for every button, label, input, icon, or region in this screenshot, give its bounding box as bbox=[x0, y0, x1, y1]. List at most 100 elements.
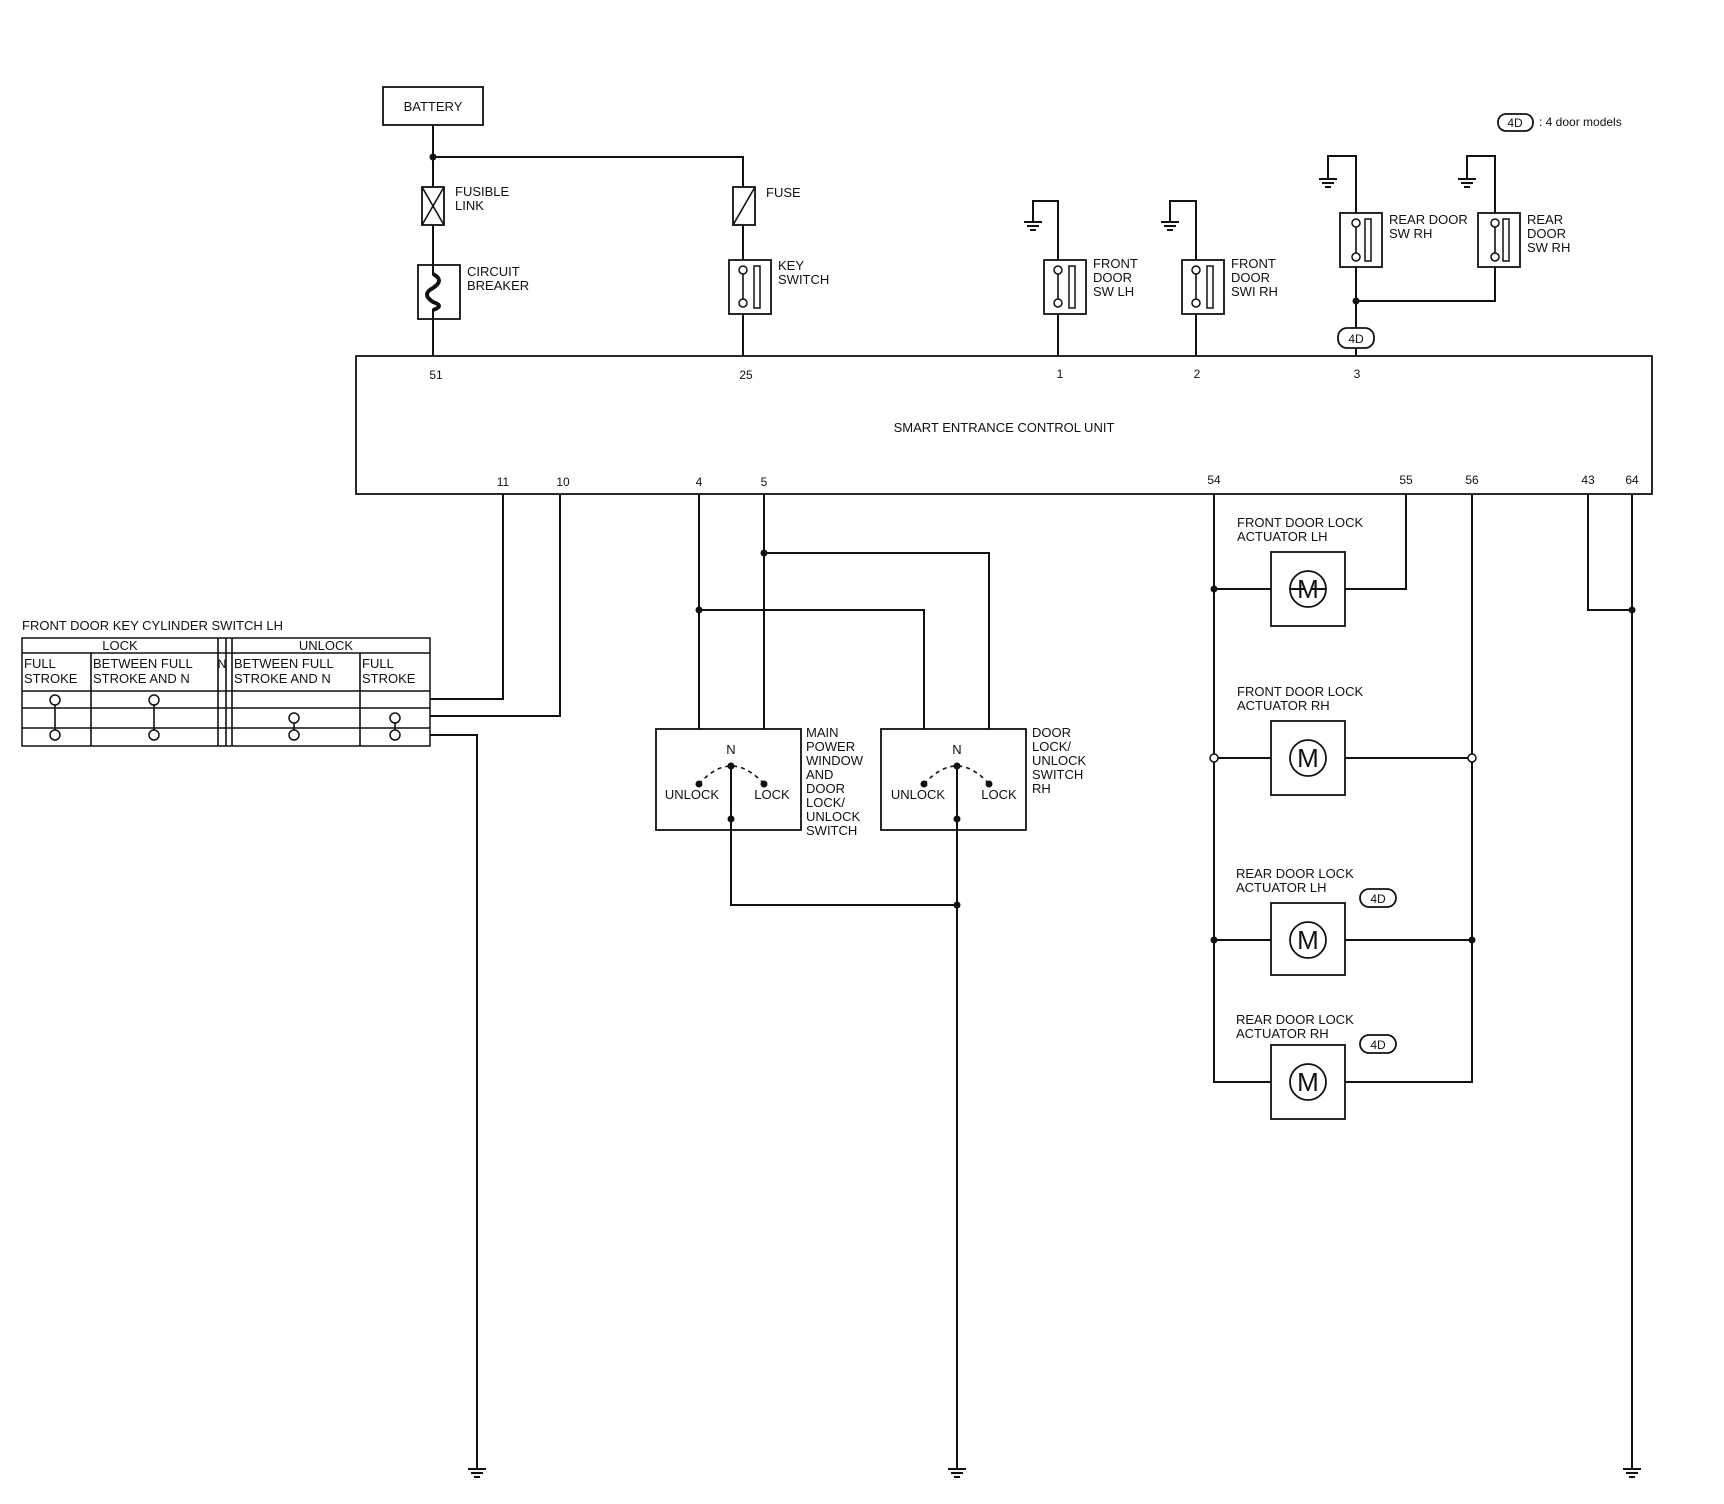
control-unit-label: SMART ENTRANCE CONTROL UNIT bbox=[894, 420, 1115, 435]
pin-2: 2 bbox=[1194, 367, 1201, 381]
actuator-rear-rh-label-1: REAR DOOR LOCK bbox=[1236, 1012, 1354, 1027]
motor-icon bbox=[1289, 921, 1327, 959]
legend-text: : 4 door models bbox=[1539, 115, 1622, 129]
rh-switch-label-3: UNLOCK bbox=[1032, 753, 1087, 768]
main-switch-n: N bbox=[726, 742, 735, 757]
main-switch-label-6: LOCK/ bbox=[806, 795, 845, 810]
pin-11: 11 bbox=[497, 475, 510, 489]
front-door-sw-lh-label-1: FRONT bbox=[1093, 256, 1138, 271]
main-switch-label-8: SWITCH bbox=[806, 823, 857, 838]
pin-51: 51 bbox=[429, 368, 443, 382]
rh-switch-label-4: SWITCH bbox=[1032, 767, 1083, 782]
main-switch-label-5: DOOR bbox=[806, 781, 845, 796]
pin-10: 10 bbox=[556, 475, 570, 489]
battery-label: BATTERY bbox=[404, 99, 463, 114]
actuator-front-lh-label-1: FRONT DOOR LOCK bbox=[1237, 515, 1363, 530]
rh-switch-label-5: RH bbox=[1032, 781, 1051, 796]
rh-switch-lock: LOCK bbox=[981, 787, 1017, 802]
rear-door-sw-rh-1-label-1: REAR DOOR bbox=[1389, 212, 1468, 227]
actuator-rear-lh-label-2: ACTUATOR LH bbox=[1236, 880, 1327, 895]
fusible-link-label-1: FUSIBLE bbox=[455, 184, 510, 199]
kc-col4-line1: FULL bbox=[362, 656, 394, 671]
pin-25: 25 bbox=[739, 368, 753, 382]
key-switch-label-1: KEY bbox=[778, 258, 804, 273]
front-door-sw-rh: FRONT DOOR SWI RH bbox=[1160, 200, 1278, 356]
kc-col1-line1: FULL bbox=[24, 656, 56, 671]
actuator-rear-rh-motor: M bbox=[1297, 1067, 1319, 1097]
rh-switch-label-1: DOOR bbox=[1032, 725, 1071, 740]
kc-col2-line1: BETWEEN FULL bbox=[93, 656, 193, 671]
rh-switch-unlock: UNLOCK bbox=[891, 787, 946, 802]
legend-badge: 4D bbox=[1507, 116, 1523, 130]
kc-col1-line2: STROKE bbox=[24, 671, 78, 686]
circuit-breaker-label-2: BREAKER bbox=[467, 278, 529, 293]
main-switch-label-3: WINDOW bbox=[806, 753, 864, 768]
pin-64: 64 bbox=[1625, 473, 1639, 487]
battery-feed-wire bbox=[432, 125, 744, 187]
kc-col3-line1: BETWEEN FULL bbox=[234, 656, 334, 671]
front-door-sw-lh-label-3: SW LH bbox=[1093, 284, 1134, 299]
fuse: FUSE bbox=[732, 185, 801, 260]
circuit-breaker: CIRCUIT BREAKER bbox=[417, 225, 529, 356]
circuit-breaker-label-1: CIRCUIT bbox=[467, 264, 520, 279]
main-switch-label-7: UNLOCK bbox=[806, 809, 861, 824]
pin3-badge: 4D bbox=[1348, 332, 1364, 346]
pin-54: 54 bbox=[1207, 473, 1221, 487]
key-switch-label-2: SWITCH bbox=[778, 272, 829, 287]
front-door-sw-rh-label-2: DOOR bbox=[1231, 270, 1270, 285]
kc-n-header: N bbox=[218, 657, 227, 671]
actuator-front-lh: FRONT DOOR LOCK ACTUATOR LH M bbox=[1237, 515, 1363, 627]
motor-icon bbox=[1289, 739, 1327, 777]
kc-col3-line2: STROKE AND N bbox=[234, 671, 331, 686]
pin-43: 43 bbox=[1581, 473, 1595, 487]
actuator-rear-rh: REAR DOOR LOCK ACTUATOR RH 4D M bbox=[1236, 1012, 1397, 1120]
pin-1: 1 bbox=[1057, 367, 1064, 381]
main-switch-label-1: MAIN bbox=[806, 725, 839, 740]
front-door-sw-rh-label-3: SWI RH bbox=[1231, 284, 1278, 299]
actuator-front-lh-label-2: ACTUATOR LH bbox=[1237, 529, 1328, 544]
legend: 4D : 4 door models bbox=[1497, 113, 1622, 132]
fuse-label: FUSE bbox=[766, 185, 801, 200]
actuator-front-rh: FRONT DOOR LOCK ACTUATOR RH M bbox=[1237, 684, 1363, 796]
rear-door-sw-rh-2-label-1: REAR bbox=[1527, 212, 1563, 227]
main-switch-lock: LOCK bbox=[754, 787, 790, 802]
legend-badge-shape bbox=[1497, 113, 1534, 132]
key-switch: KEY SWITCH bbox=[728, 258, 829, 356]
rear-door-switches: REAR DOOR SW RH REAR DOOR SW RH 4D bbox=[1318, 155, 1570, 356]
rear-door-sw-rh-2-label-3: SW RH bbox=[1527, 240, 1570, 255]
actuator-rear-lh-motor: M bbox=[1297, 925, 1319, 955]
actuator-front-rh-label-1: FRONT DOOR LOCK bbox=[1237, 684, 1363, 699]
key-cylinder-switch-table: FRONT DOOR KEY CYLINDER SWITCH LH LOCK U… bbox=[21, 494, 561, 1478]
motor-icon bbox=[1289, 1063, 1327, 1101]
pin-4: 4 bbox=[696, 475, 703, 489]
actuator-rear-rh-badge: 4D bbox=[1370, 1038, 1386, 1052]
pin-56: 56 bbox=[1465, 473, 1479, 487]
battery: BATTERY bbox=[382, 86, 484, 126]
pin-3: 3 bbox=[1354, 367, 1361, 381]
main-switch-unlock: UNLOCK bbox=[665, 787, 720, 802]
actuator-front-lh-motor: M bbox=[1297, 574, 1319, 604]
pin-5: 5 bbox=[761, 475, 768, 489]
fusible-link: FUSIBLE LINK bbox=[421, 157, 510, 226]
actuator-wiring bbox=[1209, 494, 1642, 1478]
main-switch-label-4: AND bbox=[806, 767, 833, 782]
key-cylinder-title: FRONT DOOR KEY CYLINDER SWITCH LH bbox=[22, 618, 283, 633]
kc-lock-header: LOCK bbox=[102, 638, 138, 653]
pin-55: 55 bbox=[1399, 473, 1413, 487]
actuator-rear-lh-badge: 4D bbox=[1370, 892, 1386, 906]
kc-unlock-header: UNLOCK bbox=[299, 638, 354, 653]
smart-entrance-control-unit: SMART ENTRANCE CONTROL UNIT 51 25 1 2 3 … bbox=[355, 355, 1653, 495]
front-door-sw-rh-label-1: FRONT bbox=[1231, 256, 1276, 271]
actuator-rear-lh-label-1: REAR DOOR LOCK bbox=[1236, 866, 1354, 881]
front-door-sw-lh-label-2: DOOR bbox=[1093, 270, 1132, 285]
main-switch-label-2: POWER bbox=[806, 739, 855, 754]
front-door-sw-lh: FRONT DOOR SW LH bbox=[1023, 200, 1138, 356]
kc-col2-line2: STROKE AND N bbox=[93, 671, 190, 686]
actuator-rear-rh-label-2: ACTUATOR RH bbox=[1236, 1026, 1329, 1041]
actuator-rear-lh: REAR DOOR LOCK ACTUATOR LH 4D M bbox=[1236, 866, 1397, 976]
actuator-front-rh-motor: M bbox=[1297, 743, 1319, 773]
rh-switch-n: N bbox=[952, 742, 961, 757]
main-power-window-switch: N UNLOCK LOCK MAIN POWER WINDOW AND DOOR… bbox=[655, 494, 990, 838]
actuator-front-rh-label-2: ACTUATOR RH bbox=[1237, 698, 1330, 713]
